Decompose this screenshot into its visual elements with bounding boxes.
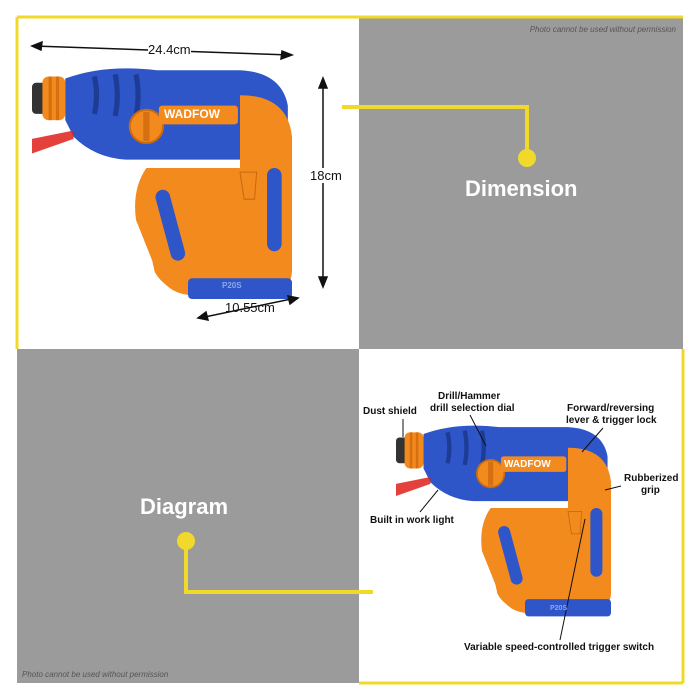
callout-dust-shield: Dust shield [363, 406, 417, 417]
callout-mode-dial-line2: drill selection dial [430, 403, 515, 414]
dimension-title-panel [359, 17, 683, 349]
callout-reversing-line1: Forward/reversing [567, 403, 655, 414]
length-label: 24.4cm [148, 42, 191, 57]
width-label: 10.55cm [225, 300, 275, 315]
diagram-title-panel [17, 349, 359, 683]
model-label-diagram: P20S [550, 605, 568, 612]
callout-mode-dial-line1: Drill/Hammer [438, 391, 501, 402]
brand-logo-dimension: WADFOW [164, 107, 220, 121]
diagram-title: Diagram [140, 494, 229, 519]
brand-logo-diagram: WADFOW [504, 459, 551, 470]
callout-reversing-line2: lever & trigger lock [566, 415, 657, 426]
callout-work-light: Built in work light [370, 515, 454, 526]
callout-grip-line1: Rubberized [624, 473, 679, 484]
callout-trigger-switch: Variable speed-controlled trigger switch [464, 642, 655, 653]
height-label: 18cm [310, 168, 342, 183]
model-label-dimension: P20S [222, 281, 242, 290]
drill-image-dimension [32, 68, 292, 299]
callout-grip-line2: grip [641, 485, 660, 496]
dimension-title: Dimension [465, 176, 578, 201]
watermark-bottom: Photo cannot be used without permission [22, 670, 169, 679]
watermark-top: Photo cannot be used without permission [529, 25, 676, 34]
